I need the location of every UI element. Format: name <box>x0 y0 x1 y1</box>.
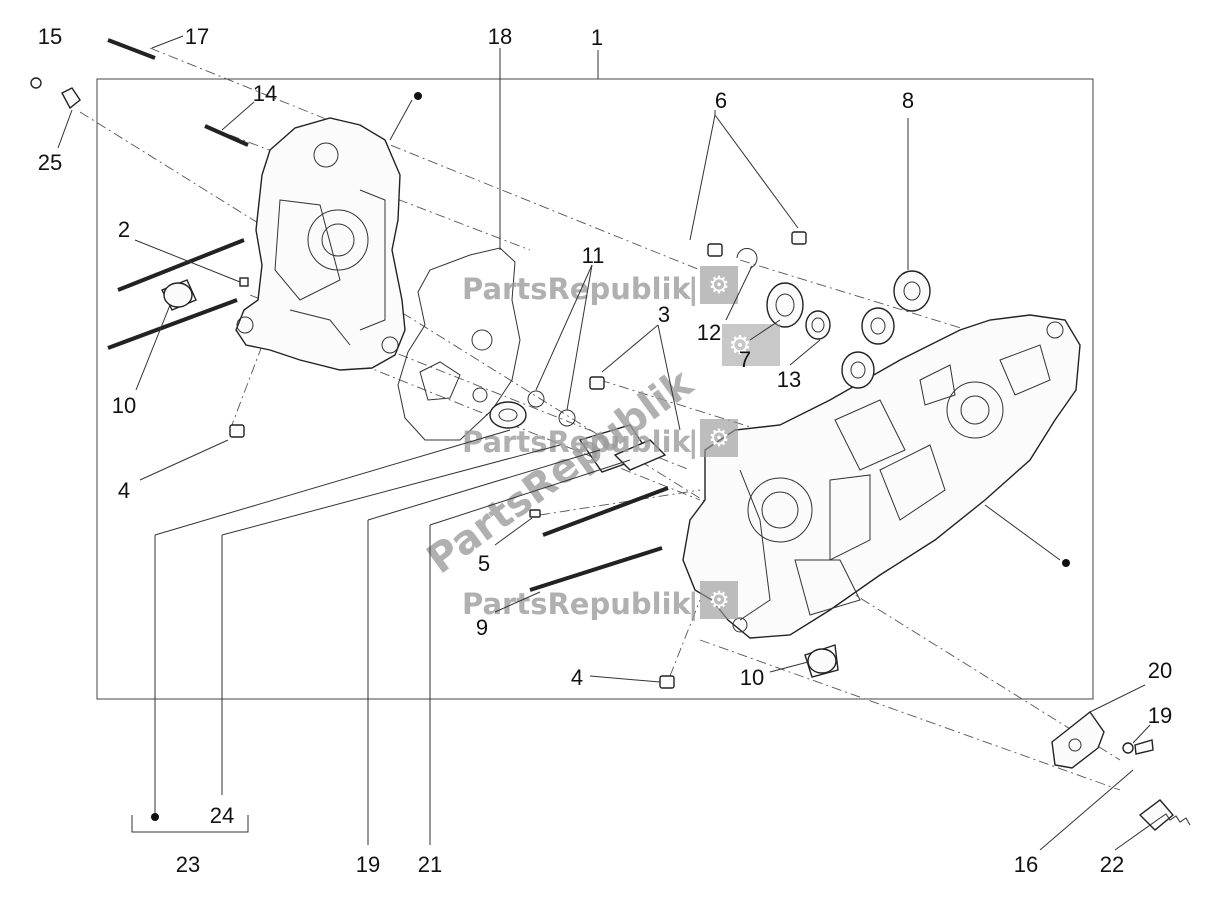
gear-icon <box>700 266 738 304</box>
callout-4a: 4 <box>118 478 130 503</box>
callout-16: 16 <box>1014 852 1038 877</box>
watermark-text-1: PartsRepublik <box>462 272 692 306</box>
leader-lines <box>57 35 1161 851</box>
marker-dot <box>414 92 422 100</box>
crankcase-gasket <box>397 247 521 441</box>
left-crankcase-half <box>235 117 406 371</box>
watermark-text-3: PartsRepublik <box>462 587 692 621</box>
callout-18: 18 <box>488 24 512 49</box>
callout-12: 12 <box>697 320 721 345</box>
callout-19a: 19 <box>356 852 380 877</box>
callout-15: 15 <box>38 24 62 49</box>
bearings <box>766 270 931 389</box>
callout-1: 1 <box>591 25 603 50</box>
callout-9: 9 <box>476 615 488 640</box>
callout-2: 2 <box>118 217 130 242</box>
svg-text:⚙: ⚙ <box>708 272 730 299</box>
callout-25: 25 <box>38 150 62 175</box>
assembly-frame <box>96 78 1094 700</box>
marker-dot <box>1062 559 1070 567</box>
callout-4b: 4 <box>571 665 583 690</box>
callout-10b: 10 <box>740 665 764 690</box>
seal-assembly <box>489 401 667 473</box>
callout-22: 22 <box>1100 852 1124 877</box>
callout-23: 23 <box>176 852 200 877</box>
watermark-sep-3: | <box>688 587 699 621</box>
bracket-assembly <box>1051 710 1191 831</box>
callout-14: 14 <box>253 81 277 106</box>
marker-dot <box>151 813 159 821</box>
watermark-badge-3: PartsRepublik | ⚙ <box>462 581 738 621</box>
callout-17: 17 <box>185 24 209 49</box>
callout-7: 7 <box>739 347 751 372</box>
callout-6: 6 <box>715 88 727 113</box>
bolts-and-studs <box>30 38 669 592</box>
callout-3: 3 <box>658 302 670 327</box>
svg-text:⚙: ⚙ <box>708 425 730 452</box>
callout-13: 13 <box>777 367 801 392</box>
right-crankcase-half <box>682 314 1081 639</box>
callout-24: 24 <box>210 803 234 828</box>
svg-text:⚙: ⚙ <box>708 587 730 614</box>
callout-21: 21 <box>418 852 442 877</box>
callout-20: 20 <box>1148 658 1172 683</box>
callout-10a: 10 <box>112 393 136 418</box>
callout-labels: 1 2 3 4 4 5 6 7 8 9 10 10 11 12 13 14 15… <box>38 24 1172 877</box>
gear-icon <box>722 324 780 366</box>
callout-5: 5 <box>478 551 490 576</box>
svg-text:⚙: ⚙ <box>728 330 751 360</box>
watermark-sep-2: | <box>688 425 699 459</box>
small-parts <box>161 231 839 689</box>
gear-icon <box>700 419 738 457</box>
callout-19b: 19 <box>1148 703 1172 728</box>
gear-icon <box>700 581 738 619</box>
watermark-badge-4: ⚙ <box>722 324 780 366</box>
callout-8: 8 <box>902 88 914 113</box>
watermark-text-2: PartsRepublik <box>462 425 692 459</box>
watermark-sep-1: | <box>688 272 699 306</box>
watermark-badge-2: PartsRepublik | ⚙ <box>462 419 738 459</box>
watermark-badge-1: PartsRepublik | ⚙ <box>462 266 738 306</box>
callout-11: 11 <box>582 243 605 268</box>
